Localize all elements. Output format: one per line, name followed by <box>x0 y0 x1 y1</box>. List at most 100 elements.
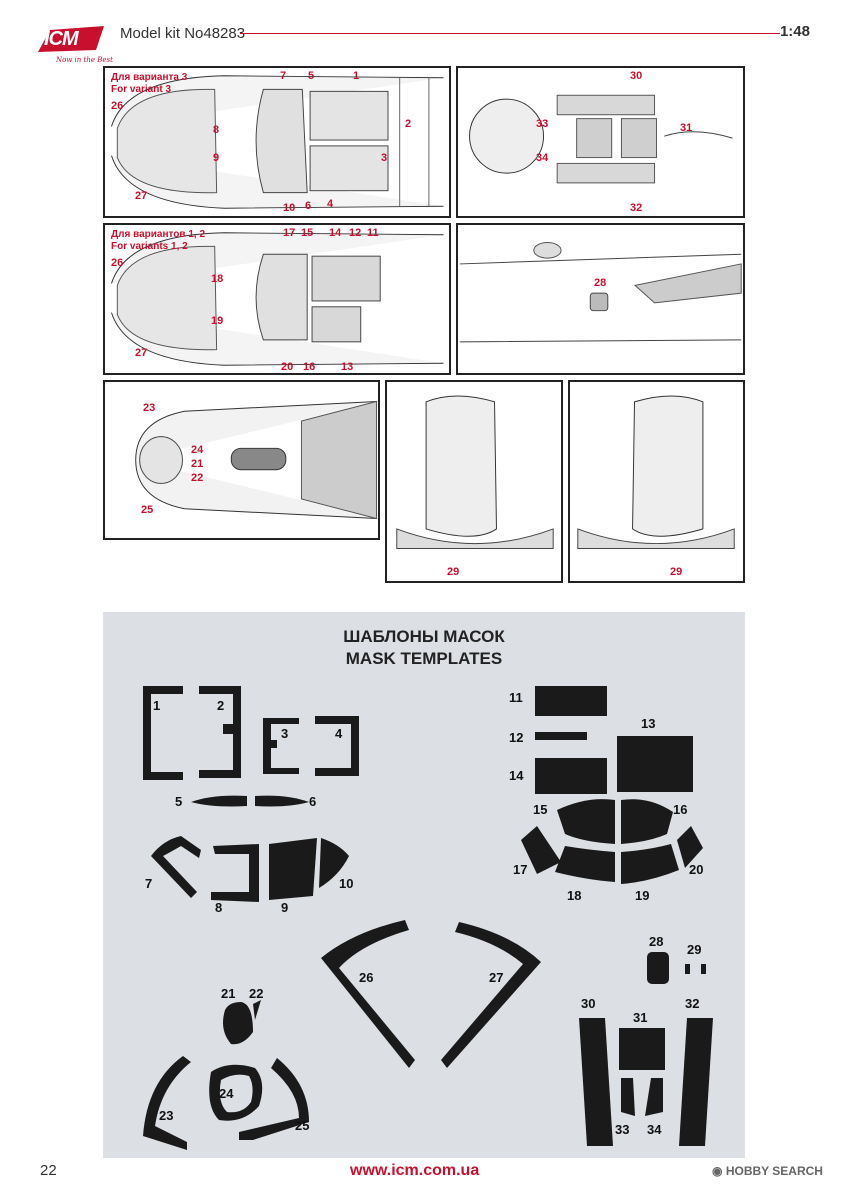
mask-label-10: 10 <box>339 876 354 891</box>
mask-label-7: 7 <box>145 876 153 891</box>
callout-21: 21 <box>191 458 204 470</box>
logo-emblem-icon <box>38 26 104 52</box>
mask-label-11: 11 <box>509 690 523 705</box>
mask-label-29: 29 <box>687 942 702 957</box>
mask-label-28: 28 <box>649 934 664 949</box>
canopy-variant3-drawing <box>111 75 444 209</box>
mask-label-13: 13 <box>641 716 656 731</box>
callout-32: 32 <box>630 202 643 214</box>
variants12-label-en: For variants 1, 2 <box>111 241 188 252</box>
callout-22: 22 <box>191 472 204 484</box>
callout-15: 15 <box>301 227 314 239</box>
callout-29a: 29 <box>447 566 460 578</box>
callout-31: 31 <box>680 122 693 134</box>
callout-9: 9 <box>213 152 220 164</box>
callout-7: 7 <box>280 70 287 82</box>
watermark: ◉ HOBBY SEARCH <box>712 1164 823 1178</box>
mask-label-30: 30 <box>581 996 596 1011</box>
logo-text: ICM <box>44 28 79 50</box>
callout-29b: 29 <box>670 566 683 578</box>
kit-title: Model kit No48283 <box>120 25 246 42</box>
mask-label-4: 4 <box>335 726 343 741</box>
icm-logo: ICM Now in the Best <box>30 20 113 70</box>
callout-28: 28 <box>594 277 607 289</box>
mask-label-25: 25 <box>295 1118 310 1133</box>
callout-30: 30 <box>630 70 643 82</box>
callout-27: 27 <box>135 190 148 202</box>
mask-label-15: 15 <box>533 802 548 817</box>
callout-34: 34 <box>536 152 549 164</box>
mask-label-26: 26 <box>359 970 374 985</box>
logo-tagline: Now in the Best <box>56 56 113 64</box>
mask-label-34: 34 <box>647 1122 662 1137</box>
mask-label-8: 8 <box>215 900 223 915</box>
callout-25: 25 <box>141 504 154 516</box>
tail-left-drawing <box>396 395 554 549</box>
callout-33: 33 <box>536 118 549 130</box>
variant3-label-ru: Для варианта 3 <box>111 72 188 83</box>
tail-right-drawing <box>577 395 735 549</box>
mask-label-2: 2 <box>217 698 225 713</box>
callout-8: 8 <box>213 124 220 136</box>
panel-side: 28 <box>456 223 745 375</box>
callout-18: 18 <box>211 273 224 285</box>
mask-label-17: 17 <box>513 862 528 877</box>
mask-templates-area: ШАБЛОНЫ МАСОК MASK TEMPLATES 1 2 3 4 5 6… <box>103 612 745 1158</box>
canopy-variants12-drawing <box>111 232 444 366</box>
website-link[interactable]: www.icm.com.ua <box>350 1162 480 1179</box>
mask-label-19: 19 <box>635 888 650 903</box>
mask-label-27: 27 <box>489 970 504 985</box>
mask-label-3: 3 <box>281 726 289 741</box>
mask-label-5: 5 <box>175 794 183 809</box>
panel-nose: 23 24 21 22 25 <box>103 380 380 540</box>
cockpit-top-drawing <box>469 94 733 184</box>
variants12-label-ru: Для вариантов 1, 2 <box>111 229 206 240</box>
callout-16: 16 <box>303 361 316 373</box>
callout-1: 1 <box>353 70 360 82</box>
panel-top-right: 30 31 32 33 34 <box>456 66 745 218</box>
callout-26: 26 <box>111 100 124 112</box>
templates-title-ru: ШАБЛОНЫ МАСОК <box>343 627 505 646</box>
mask-label-32: 32 <box>685 996 700 1011</box>
callout-6: 6 <box>305 200 312 212</box>
callout-5: 5 <box>308 70 315 82</box>
callout-24: 24 <box>191 444 204 456</box>
callout-11: 11 <box>367 227 379 239</box>
callout-4: 4 <box>327 198 334 210</box>
mask-label-18: 18 <box>567 888 582 903</box>
callout-17: 17 <box>283 227 296 239</box>
callout-10: 10 <box>283 202 296 214</box>
fuselage-side-drawing <box>459 242 742 343</box>
mask-label-22: 22 <box>249 986 264 1001</box>
callout-3: 3 <box>381 152 388 164</box>
callout-12: 12 <box>349 227 362 239</box>
mask-label-16: 16 <box>673 802 688 817</box>
mask-shapes <box>143 686 713 1150</box>
header-divider <box>240 33 780 34</box>
panel-tail-right: 29 <box>568 380 745 583</box>
callout-26b: 26 <box>111 257 124 269</box>
templates-title-en: MASK TEMPLATES <box>345 649 503 668</box>
callout-23: 23 <box>143 402 156 414</box>
callout-19: 19 <box>211 315 224 327</box>
callout-2: 2 <box>405 118 412 130</box>
mask-label-9: 9 <box>281 900 289 915</box>
mask-label-33: 33 <box>615 1122 630 1137</box>
mask-label-1: 1 <box>153 698 161 713</box>
hobby-search-icon: ◉ <box>712 1164 726 1178</box>
mask-label-12: 12 <box>509 730 524 745</box>
mask-label-31: 31 <box>633 1010 648 1025</box>
nose-drawing <box>135 400 378 520</box>
callout-14: 14 <box>329 227 342 239</box>
callout-27b: 27 <box>135 347 148 359</box>
callout-20: 20 <box>281 361 294 373</box>
panel-tail-left: 29 <box>385 380 563 583</box>
mask-label-20: 20 <box>689 862 704 877</box>
variant3-label-en: For variant 3 <box>111 84 172 95</box>
mask-label-23: 23 <box>159 1108 174 1123</box>
mask-label-14: 14 <box>509 768 524 783</box>
page-number: 22 <box>40 1162 57 1179</box>
mask-label-6: 6 <box>309 794 317 809</box>
